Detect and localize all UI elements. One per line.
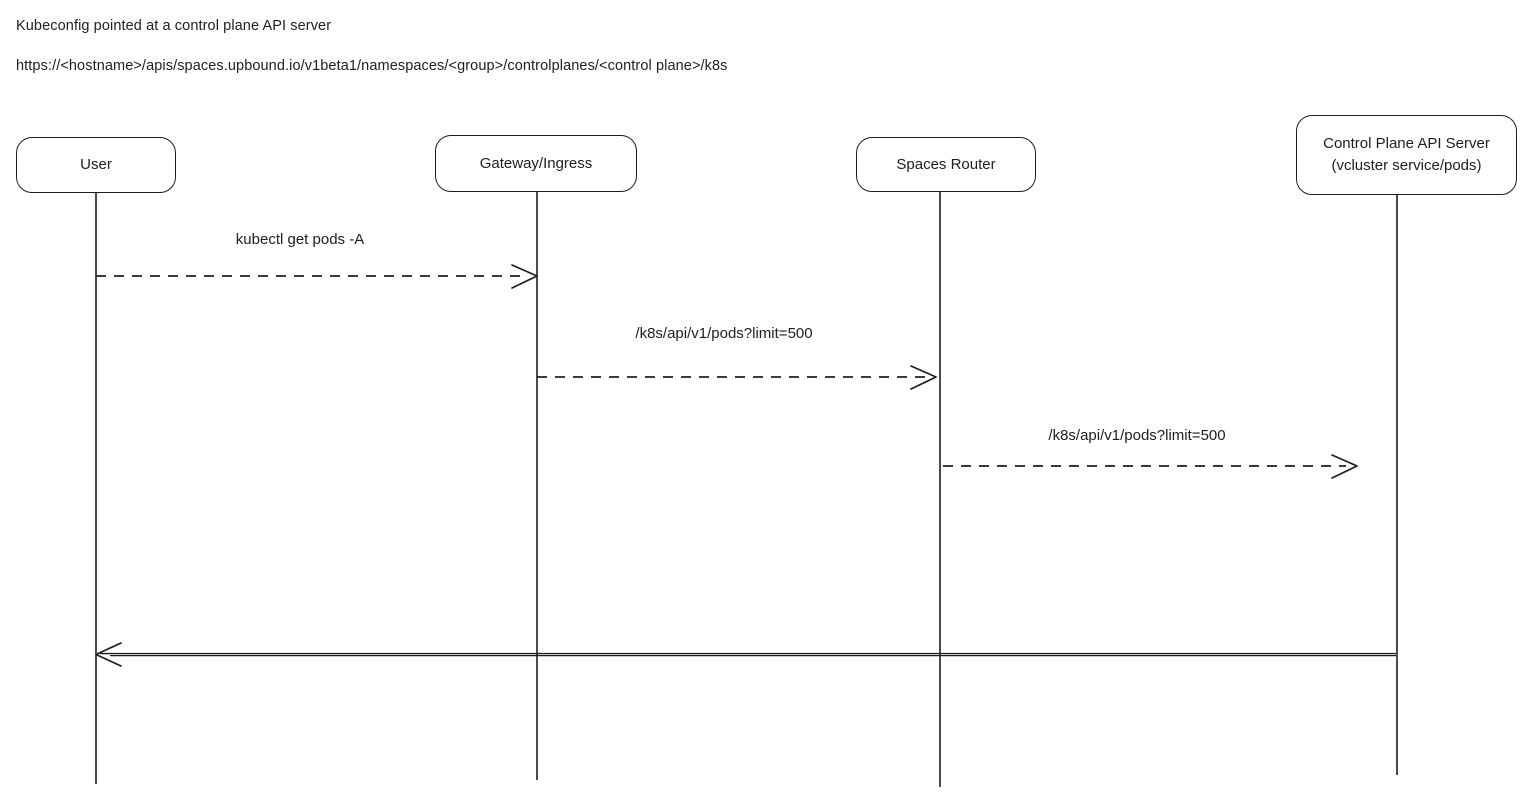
- message-label-k8s-api-pods-1: /k8s/api/v1/pods?limit=500: [635, 325, 813, 342]
- message-label-k8s-api-pods-2: /k8s/api/v1/pods?limit=500: [1048, 427, 1226, 444]
- actor-box-gateway-ingress: Gateway/Ingress: [435, 135, 637, 192]
- actor-box-spaces-router: Spaces Router: [856, 137, 1036, 192]
- diagram-title: Kubeconfig pointed at a control plane AP…: [16, 18, 332, 34]
- message-arrow-4-head: [95, 642, 122, 667]
- message-arrow-3-head: [1331, 454, 1358, 479]
- actor-label-spaces-router: Spaces Router: [896, 155, 996, 173]
- message-label-kubectl-get-pods: kubectl get pods -A: [235, 231, 365, 248]
- message-arrow-1-head: [511, 264, 538, 289]
- actor-sublabel-control-plane: (vcluster service/pods): [1331, 157, 1482, 174]
- message-arrow-2-head: [910, 365, 937, 390]
- actor-label-user: User: [80, 156, 112, 174]
- actor-box-control-plane: Control Plane API Server (vcluster servi…: [1296, 115, 1517, 195]
- actor-box-user: User: [16, 137, 176, 193]
- diagram-url-text: https://<hostname>/apis/spaces.upbound.i…: [16, 58, 728, 74]
- actor-label-gateway-ingress: Gateway/Ingress: [479, 154, 593, 172]
- actor-label-control-plane: Control Plane API Server: [1323, 135, 1490, 153]
